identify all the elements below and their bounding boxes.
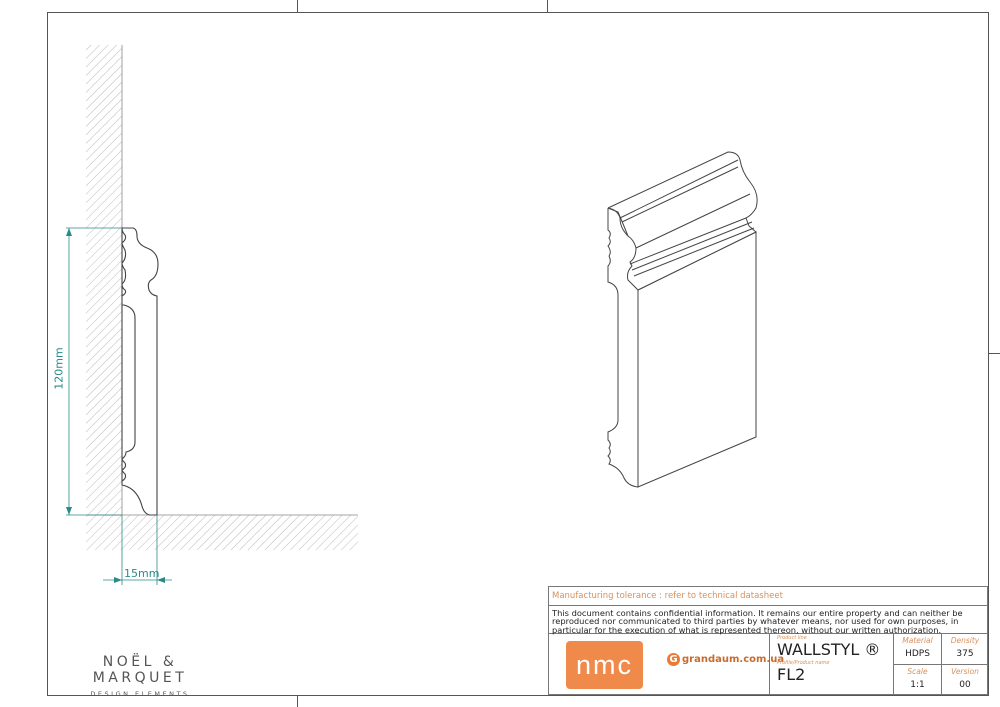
brand-name: NOËL & MARQUET — [92, 654, 188, 686]
height-dimension — [66, 227, 122, 516]
brand-logo: NOËL & MARQUET DESIGN ELEMENTS — [56, 654, 224, 698]
depth-dimension — [103, 515, 172, 585]
dealer-g-icon: G — [667, 653, 680, 666]
floor-hatch — [86, 515, 358, 550]
material-cell: Material HDPS — [894, 634, 942, 665]
density-cell: Density 375 — [942, 634, 988, 665]
density-value: 375 — [956, 649, 974, 659]
product-name: FL2 — [777, 665, 806, 684]
scale-label: Scale — [907, 667, 928, 676]
dealer-name: grandaum.com.ua — [682, 654, 785, 665]
material-label: Material — [902, 636, 933, 645]
nmc-logo: nmc — [566, 641, 643, 689]
product-cell: Product line WALLSTYL ® Profile/Product … — [769, 634, 894, 695]
title-block: Manufacturing tolerance : refer to techn… — [548, 586, 988, 695]
product-name-label: Profile/Product name — [777, 660, 830, 666]
material-value: HDPS — [905, 649, 930, 659]
version-label: Version — [951, 667, 979, 676]
product-line-label: Product line — [777, 635, 807, 641]
version-value: 00 — [959, 680, 971, 690]
confidential-note: This document contains confidential info… — [549, 606, 987, 634]
tolerance-note: Manufacturing tolerance : refer to techn… — [549, 587, 987, 606]
depth-dimension-label: 15mm — [124, 567, 160, 580]
scale-value: 1:1 — [910, 680, 925, 690]
wall-hatch — [86, 45, 122, 515]
profile-section — [121, 227, 159, 516]
logos-cell: nmc G grandaum.com.ua — [549, 634, 784, 695]
dealer-logo: G grandaum.com.ua — [667, 653, 784, 666]
brand-tagline: DESIGN ELEMENTS — [90, 690, 190, 698]
scale-cell: Scale 1:1 — [894, 665, 942, 695]
isometric-view — [607, 151, 758, 488]
version-cell: Version 00 — [942, 665, 988, 695]
height-dimension-label: 120mm — [52, 347, 66, 390]
density-label: Density — [950, 636, 980, 645]
product-line: WALLSTYL ® — [777, 640, 881, 659]
